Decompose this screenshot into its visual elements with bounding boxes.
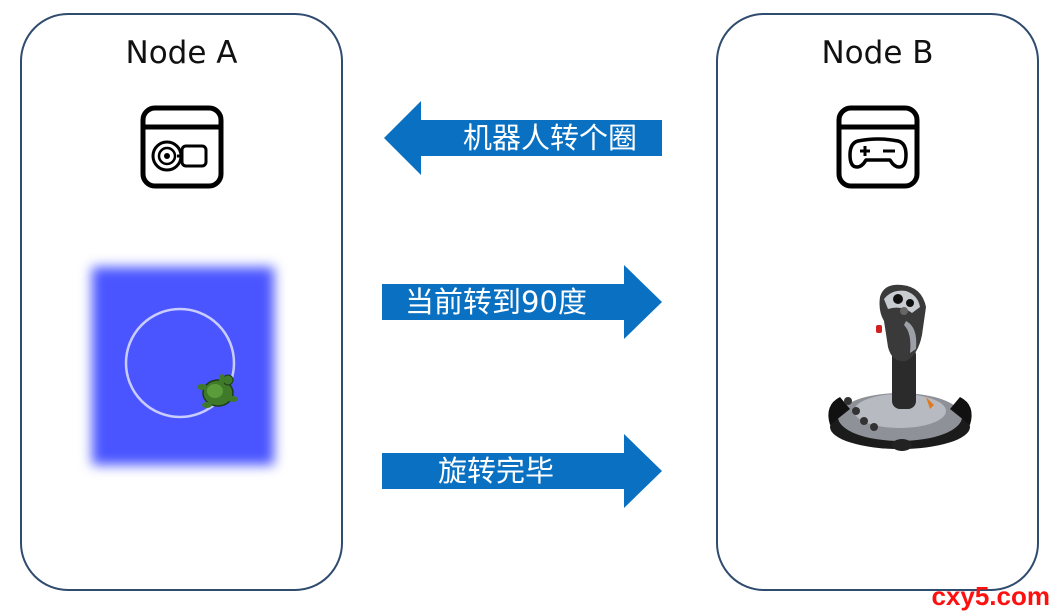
arrow-left-shape — [384, 101, 662, 175]
joystick-photo — [822, 277, 978, 477]
node-a-title: Node A — [125, 35, 238, 71]
watermark: cxy5.com — [931, 581, 1050, 611]
arrow-right-shape — [382, 265, 662, 339]
message-label-2: 当前转到90度 — [405, 285, 587, 319]
message-arrow-3: 旋转完毕 — [382, 434, 662, 508]
turtle-icon — [197, 374, 238, 408]
node-b-panel: Node B — [716, 13, 1039, 591]
trajectory-circle — [124, 307, 236, 419]
node-a-panel: Node A — [20, 13, 343, 591]
turtle-simulation-window — [92, 267, 274, 465]
message-arrow-1: 机器人转个圈 — [384, 101, 664, 175]
arrow-right-shape — [382, 434, 662, 508]
message-label-3: 旋转完毕 — [437, 454, 554, 488]
node-b-title: Node B — [821, 35, 934, 71]
simulation-background — [92, 267, 274, 465]
message-label-1: 机器人转个圈 — [462, 121, 637, 155]
message-arrow-2: 当前转到90度 — [382, 265, 662, 339]
gamepad-icon — [836, 105, 920, 189]
robot-camera-icon — [140, 105, 224, 189]
